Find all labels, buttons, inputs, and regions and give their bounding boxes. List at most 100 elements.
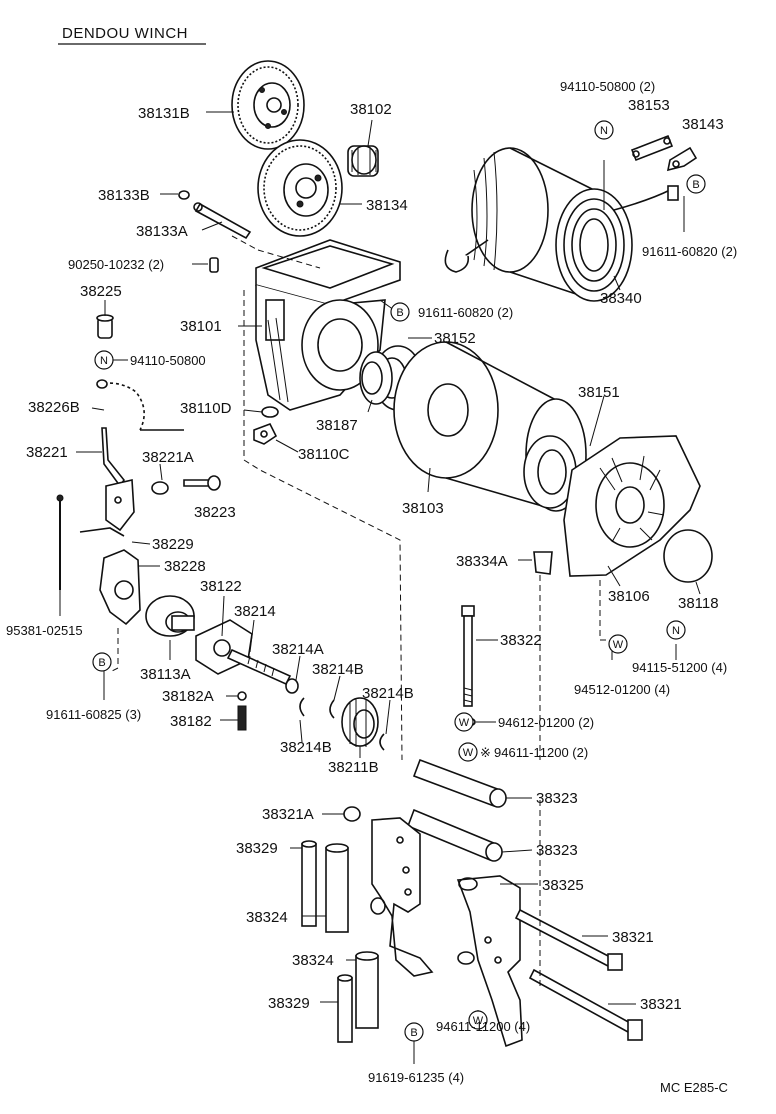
svg-text:B: B bbox=[396, 307, 403, 319]
label-38152: 38152 bbox=[434, 330, 476, 347]
label-38110d: 38110D bbox=[180, 400, 232, 417]
bushing-38221a bbox=[151, 481, 169, 495]
plate-38228 bbox=[99, 549, 141, 626]
label-91611-60825: 91611-60825 (3) bbox=[46, 707, 141, 722]
label-38340: 38340 bbox=[600, 290, 642, 307]
bolt-38223 bbox=[183, 475, 221, 491]
symbol-b-1: B bbox=[390, 302, 410, 322]
label-38214b-2: 38214B bbox=[362, 685, 414, 702]
label-94612: 94612-01200 (2) bbox=[498, 715, 594, 730]
housing-38101 bbox=[255, 239, 401, 411]
label-91611-60820-b: 91611-60820 (2) bbox=[642, 244, 737, 259]
svg-text:N: N bbox=[600, 125, 608, 137]
label-94512: 94512-01200 (4) bbox=[574, 682, 670, 697]
label-38118: 38118 bbox=[678, 595, 719, 612]
label-38143: 38143 bbox=[682, 116, 724, 133]
symbol-w-3: W bbox=[458, 742, 478, 762]
label-38323-2: 38323 bbox=[536, 842, 578, 859]
svg-text:W: W bbox=[459, 717, 470, 729]
label-38182a: 38182A bbox=[162, 688, 214, 705]
label-38101: 38101 bbox=[180, 318, 222, 335]
label-38323-1: 38323 bbox=[536, 790, 578, 807]
label-38325: 38325 bbox=[542, 877, 584, 894]
cap-38118 bbox=[663, 529, 713, 583]
label-38334a: 38334A bbox=[456, 553, 508, 570]
label-38113a: 38113A bbox=[140, 666, 191, 683]
label-38321-2: 38321 bbox=[640, 996, 682, 1013]
frame-left bbox=[370, 817, 434, 977]
part-labels: 38131B 38102 38133B 38134 38133A 90250-1… bbox=[6, 79, 737, 1085]
ring-38214a bbox=[285, 678, 299, 694]
bushing-38225 bbox=[96, 314, 114, 339]
label-38214b-1: 38214B bbox=[312, 661, 364, 678]
symbol-n-3: N bbox=[666, 620, 686, 640]
lever-38221 bbox=[101, 427, 135, 532]
symbol-b-3: B bbox=[92, 652, 112, 672]
label-38131b: 38131B bbox=[138, 105, 190, 122]
bolt-38321-1 bbox=[514, 908, 623, 971]
label-95381: 95381-02515 bbox=[6, 623, 83, 638]
label-38329-1: 38329 bbox=[236, 840, 278, 857]
label-38182: 38182 bbox=[170, 713, 212, 730]
bracket-38325 bbox=[456, 875, 523, 1048]
ring-38133b bbox=[178, 190, 190, 200]
label-38106: 38106 bbox=[608, 588, 650, 605]
label-94110-50800: 94110-50800 bbox=[130, 353, 206, 368]
svg-text:B: B bbox=[98, 657, 105, 669]
gear-38211b bbox=[341, 697, 379, 747]
label-38321a: 38321A bbox=[262, 806, 314, 823]
label-38122: 38122 bbox=[200, 578, 242, 595]
symbol-star: ※ bbox=[480, 745, 491, 760]
label-38133b: 38133B bbox=[98, 187, 150, 204]
sleeve-38329-2 bbox=[337, 974, 353, 1043]
label-38226b: 38226B bbox=[28, 399, 80, 416]
label-38110c: 38110C bbox=[298, 446, 350, 463]
svg-text:B: B bbox=[410, 1027, 417, 1039]
clip-38214b-2 bbox=[329, 699, 335, 719]
sleeve-38329-1 bbox=[301, 840, 317, 927]
bolt-38322 bbox=[461, 605, 475, 707]
assembly-dashed-lines bbox=[109, 235, 612, 990]
label-90250: 90250-10232 (2) bbox=[68, 257, 164, 272]
wire-rope-38340 bbox=[444, 147, 679, 302]
label-38187: 38187 bbox=[316, 417, 358, 434]
label-38228: 38228 bbox=[164, 558, 206, 575]
svg-text:W: W bbox=[463, 747, 474, 759]
spring-38182 bbox=[237, 705, 247, 731]
nut-38110c bbox=[253, 422, 278, 445]
bearing-38187 bbox=[359, 351, 393, 405]
pinion-38102 bbox=[347, 145, 379, 177]
clip-38214b-3 bbox=[379, 733, 385, 751]
label-94115: 94115-51200 (4) bbox=[632, 660, 727, 675]
label-38225: 38225 bbox=[80, 283, 122, 300]
label-38134: 38134 bbox=[366, 197, 408, 214]
symbol-w-4: W bbox=[468, 1010, 488, 1030]
label-38322: 38322 bbox=[500, 632, 542, 649]
symbol-w-2: W bbox=[454, 712, 474, 732]
plate-38334a bbox=[533, 551, 553, 575]
label-38329-2: 38329 bbox=[268, 995, 310, 1012]
footer-code: MC E285-C bbox=[660, 1080, 728, 1095]
end-housing-38106 bbox=[563, 435, 701, 577]
label-38229: 38229 bbox=[152, 536, 194, 553]
leader-lines bbox=[59, 111, 701, 1064]
hook-38143 bbox=[666, 146, 698, 172]
label-38103: 38103 bbox=[402, 500, 444, 517]
label-91611-60820-a: 91611-60820 (2) bbox=[418, 305, 513, 320]
label-38221a: 38221A bbox=[142, 449, 194, 466]
label-38324-1: 38324 bbox=[246, 909, 288, 926]
svg-text:N: N bbox=[672, 625, 680, 637]
sleeve-38324-2 bbox=[355, 951, 379, 1029]
symbol-n-1: N bbox=[94, 350, 114, 370]
svg-text:W: W bbox=[613, 639, 624, 651]
label-38214b-3: 38214B bbox=[280, 739, 332, 756]
label-38321-1: 38321 bbox=[612, 929, 654, 946]
nut-38321a bbox=[343, 806, 361, 822]
symbol-w-1: W bbox=[608, 634, 628, 654]
label-38324-2: 38324 bbox=[292, 952, 334, 969]
label-38214: 38214 bbox=[234, 603, 276, 620]
gear-38131b bbox=[231, 60, 305, 150]
svg-text:B: B bbox=[692, 179, 699, 191]
gear-38134 bbox=[257, 139, 343, 237]
